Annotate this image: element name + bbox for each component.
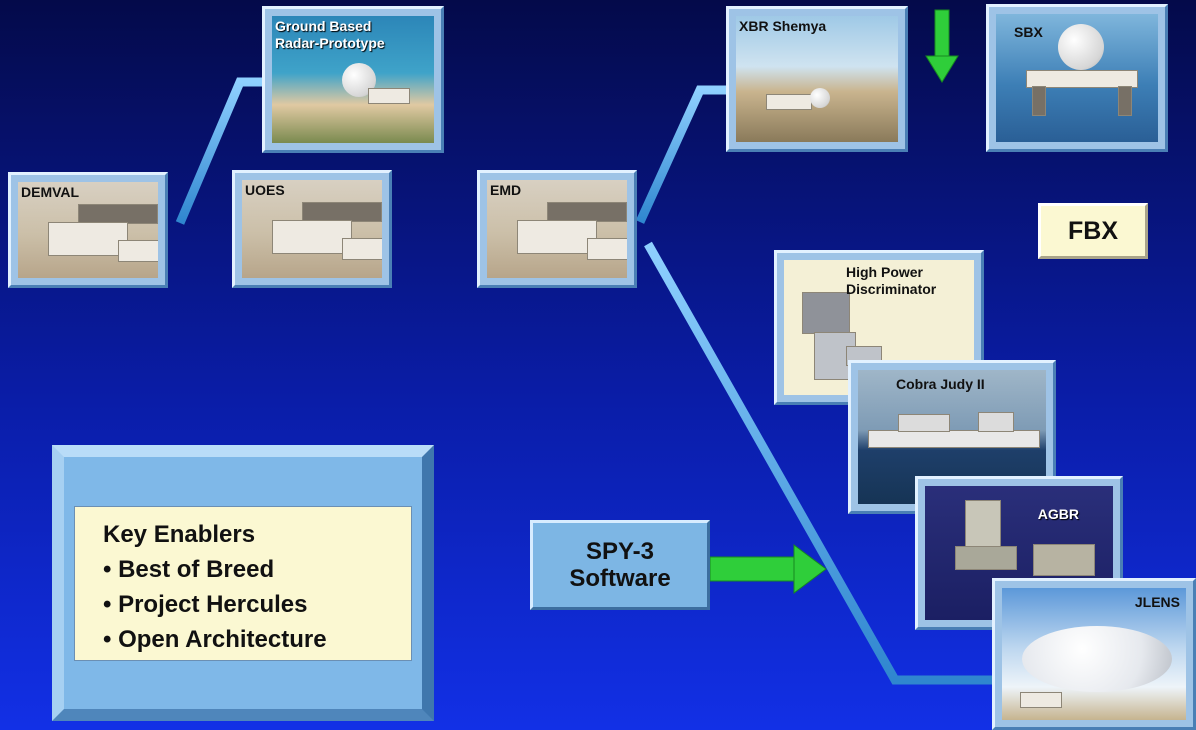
jlens-photo: JLENS [1002,588,1186,720]
down-arrow-icon [925,9,959,83]
cobra-judy-label: Cobra Judy II [896,376,985,392]
node-fbx[interactable]: FBX [1038,203,1148,259]
key-enablers-title: Key Enablers [103,521,256,548]
node-demval[interactable]: DEMVAL [8,172,168,288]
fbx-label: FBX [1068,216,1118,245]
xbr-shemya-photo: XBR Shemya [736,16,898,142]
spy3-software-box[interactable]: SPY-3 Software [530,520,710,610]
radome-icon [810,88,830,108]
spy3-line1: SPY-3 [585,538,655,565]
key-enabler-item: • Project Hercules [103,591,308,618]
node-emd[interactable]: EMD [477,170,637,288]
node-jlens[interactable]: JLENS [992,578,1196,730]
sbx-photo: SBX [996,14,1158,142]
demval-label: DEMVAL [21,184,80,200]
sbx-label: SBX [1014,24,1043,40]
key-enabler-item: • Best of Breed [103,556,275,583]
xbr-shemya-label: XBR Shemya [739,18,827,34]
ground-based-photo: Ground Based Radar-Prototype [272,16,434,143]
jlens-label: JLENS [1134,594,1180,610]
branch-diagonal [644,241,1000,685]
key-enabler-item: • Open Architecture [103,626,327,653]
demval-photo: DEMVAL [18,182,158,278]
aerostat-icon [1022,626,1172,692]
agbr-label: AGBR [1037,506,1079,522]
radome-icon [1058,24,1104,70]
right-arrow-icon [709,544,827,594]
node-uoes[interactable]: UOES [232,170,392,288]
node-ground-based-radar[interactable]: Ground Based Radar-Prototype [262,6,444,153]
ground-based-label: Ground Based Radar-Prototype [275,18,385,51]
branch-xbr [635,85,728,224]
emd-label: EMD [490,182,522,198]
key-enablers-box: Key Enablers • Best of Breed • Project H… [74,506,412,661]
node-sbx[interactable]: SBX [986,4,1168,152]
uoes-label: UOES [245,182,285,198]
key-enablers-panel: Key Enablers • Best of Breed • Project H… [52,445,434,721]
high-power-label: High Power Discriminator [846,264,937,297]
node-xbr-shemya[interactable]: XBR Shemya [726,6,908,152]
emd-photo: EMD [487,180,627,278]
uoes-photo: UOES [242,180,382,278]
spy3-line2: Software [569,565,671,592]
branch-ground-based [175,77,265,225]
